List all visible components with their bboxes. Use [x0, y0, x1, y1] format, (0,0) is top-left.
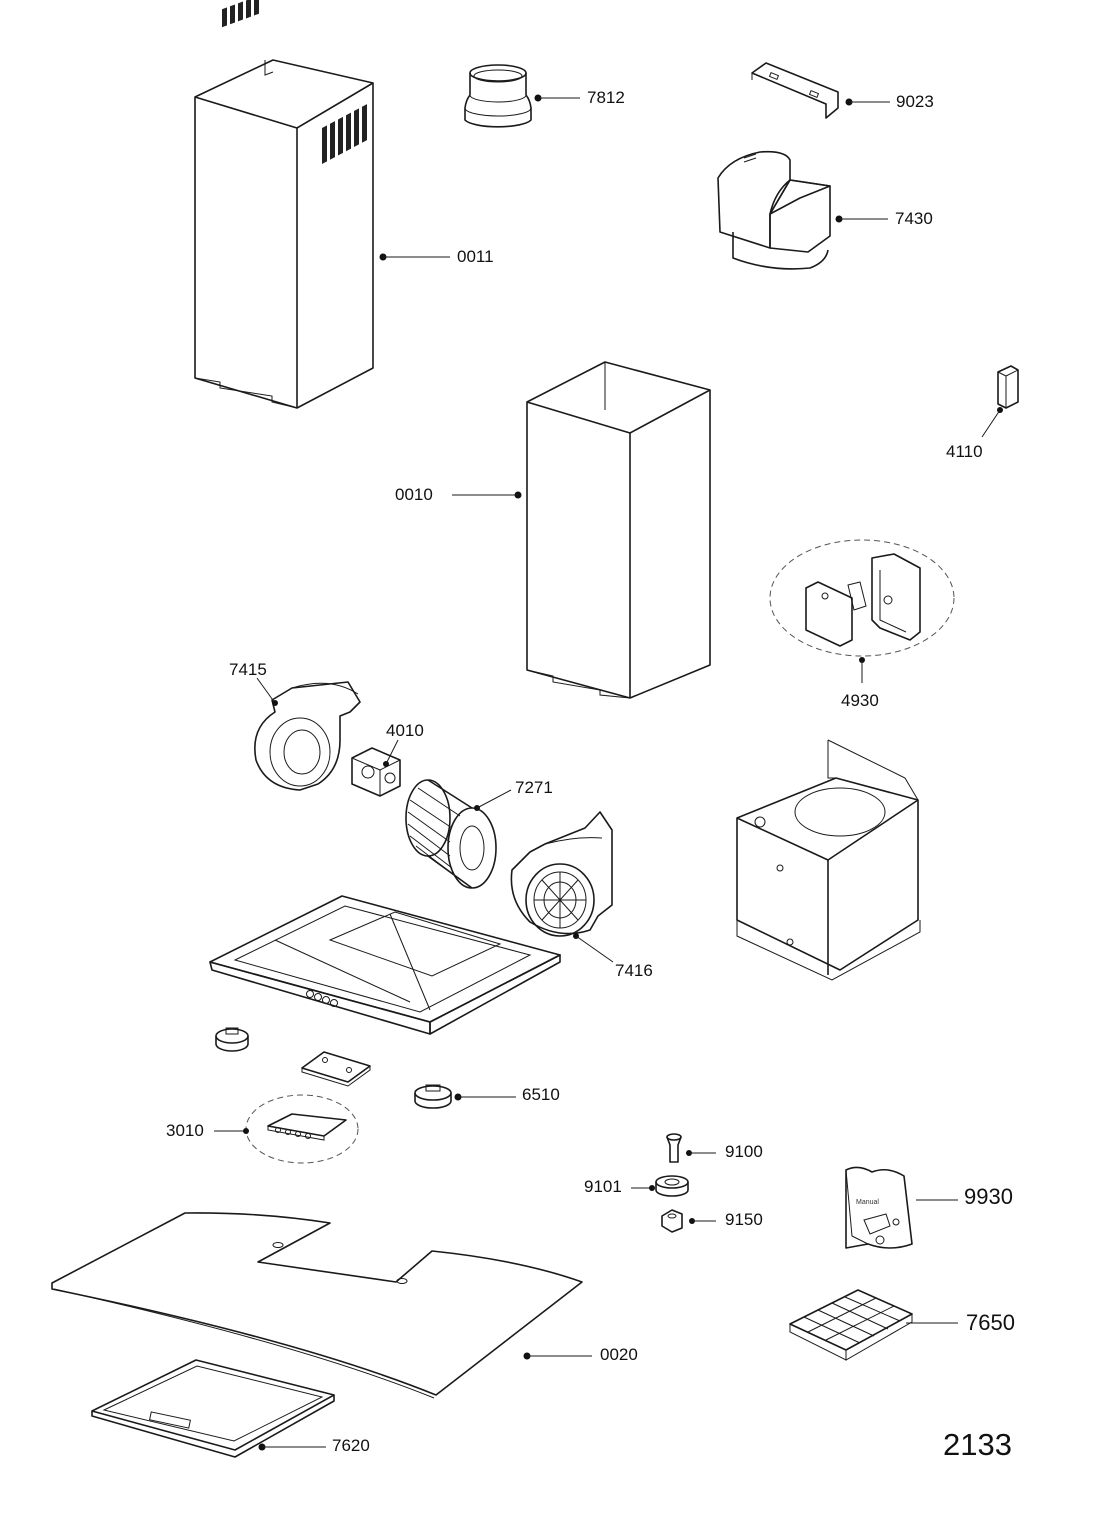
- leader-9150: [689, 1218, 716, 1224]
- part-7416-blower-housing[interactable]: [510, 811, 613, 937]
- leader-9023: [845, 98, 890, 106]
- part-6510-knob[interactable]: [414, 1084, 452, 1109]
- part-0010-lower-chimney[interactable]: [526, 361, 711, 699]
- part-4110-component[interactable]: [997, 365, 1019, 409]
- leader-4110: [981, 407, 1003, 438]
- part-7415-blower-housing[interactable]: [254, 681, 361, 791]
- part-knob-left[interactable]: [215, 1027, 249, 1052]
- part-control-plate[interactable]: [301, 1051, 371, 1087]
- leader-6510: [454, 1093, 516, 1101]
- leader-3010: [214, 1128, 249, 1134]
- leader-0010: [452, 491, 522, 499]
- label-7415: 7415: [229, 660, 267, 679]
- label-9100: 9100: [725, 1142, 763, 1161]
- label-9101: 9101: [584, 1177, 622, 1196]
- label-4110: 4110: [946, 442, 983, 461]
- label-0020: 0020: [600, 1345, 638, 1364]
- label-7620: 7620: [332, 1436, 370, 1455]
- leader-7812: [534, 94, 580, 102]
- leader-7620: [258, 1443, 326, 1451]
- part-0011-upper-chimney[interactable]: [194, 0, 374, 409]
- part-motor-box[interactable]: [736, 739, 921, 981]
- part-9101-spacer[interactable]: [655, 1175, 689, 1197]
- part-7812-duct-collar[interactable]: [464, 64, 532, 128]
- part-7650-carbon-filter[interactable]: [789, 1289, 913, 1361]
- manual-cover-text: Manual: [856, 1199, 879, 1206]
- leader-7430: [835, 215, 888, 223]
- leader-7416: [573, 933, 614, 963]
- part-9150-nut[interactable]: [661, 1209, 683, 1233]
- label-7812: 7812: [587, 88, 625, 107]
- part-0020-glass-canopy[interactable]: [51, 1212, 583, 1399]
- part-9100-screw[interactable]: [666, 1133, 682, 1163]
- label-9023: 9023: [896, 92, 934, 111]
- part-4010-motor[interactable]: [351, 747, 401, 797]
- label-4010: 4010: [386, 721, 424, 740]
- leader-9101: [631, 1185, 655, 1191]
- part-7430-air-deflector[interactable]: [717, 150, 831, 270]
- label-9150: 9150: [725, 1210, 763, 1229]
- leader-7415: [256, 677, 278, 706]
- label-6510: 6510: [522, 1085, 560, 1104]
- label-7271: 7271: [515, 778, 553, 797]
- part-4930-control-kit[interactable]: [769, 539, 955, 657]
- part-9930-manual-bag[interactable]: Manual: [845, 1166, 913, 1249]
- leader-7271: [474, 789, 512, 811]
- part-hood-body[interactable]: [209, 895, 561, 1035]
- label-0010: 0010: [395, 485, 433, 504]
- label-7650: 7650: [966, 1310, 1015, 1335]
- leader-4010: [383, 739, 399, 767]
- leader-9100: [686, 1150, 716, 1156]
- part-7620-grease-filter[interactable]: [91, 1359, 335, 1458]
- label-7430: 7430: [895, 209, 933, 228]
- part-7271-impeller[interactable]: [405, 779, 497, 889]
- part-9023-mounting-bracket[interactable]: [751, 62, 839, 119]
- label-7416: 7416: [615, 961, 653, 980]
- part-3010-switch-assembly[interactable]: [0, 1094, 359, 1164]
- leader-4930: [859, 657, 865, 683]
- label-3010: 3010: [166, 1121, 204, 1140]
- label-0011: 0011: [457, 247, 494, 266]
- label-4930: 4930: [841, 691, 879, 710]
- leader-0011: [379, 253, 450, 261]
- page-number: 2133: [943, 1427, 1012, 1462]
- label-9930: 9930: [964, 1184, 1013, 1209]
- leader-0020: [523, 1352, 592, 1360]
